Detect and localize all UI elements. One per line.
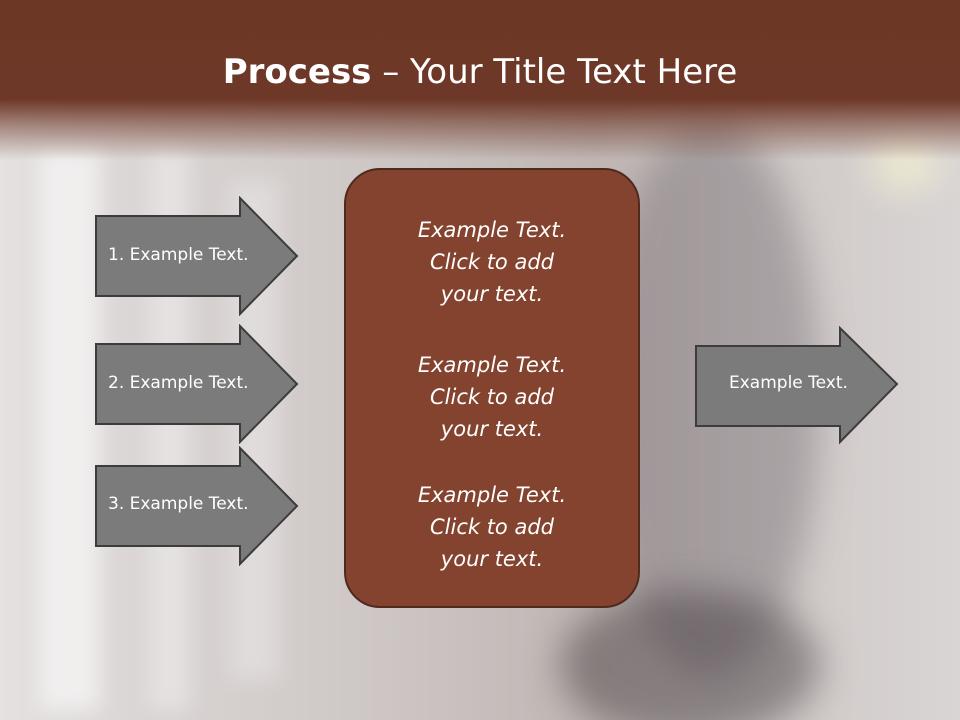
- right-arrow[interactable]: [694, 326, 900, 446]
- center-text-box[interactable]: Example Text. Click to add your text. Ex…: [344, 168, 640, 608]
- center-paragraph-line: Example Text.: [417, 218, 567, 242]
- center-paragraph-line: your text.: [440, 282, 544, 306]
- left-arrow-2-label: 2. Example Text.: [108, 373, 249, 393]
- left-arrow-1-label: 1. Example Text.: [108, 245, 249, 265]
- left-arrow-2[interactable]: [94, 324, 300, 444]
- center-paragraph-line: your text.: [440, 547, 544, 571]
- right-arrow-label: Example Text.: [729, 373, 848, 393]
- center-paragraph-line: Example Text.: [417, 353, 567, 377]
- center-paragraph-line: your text.: [440, 417, 544, 441]
- background-luggage: [560, 590, 820, 720]
- title-bar: [0, 0, 960, 160]
- center-paragraph-line: Click to add: [429, 250, 554, 274]
- left-arrow-1[interactable]: [94, 196, 300, 316]
- center-paragraph-1: Example Text. Click to add your text.: [346, 214, 638, 310]
- center-paragraph-line: Click to add: [429, 385, 554, 409]
- title-bold-part: Process: [222, 52, 372, 92]
- center-paragraph-2: Example Text. Click to add your text.: [346, 349, 638, 445]
- slide-title[interactable]: Process – Your Title Text Here: [0, 52, 960, 92]
- background-window-light: [40, 150, 100, 710]
- center-paragraph-line: Example Text.: [417, 483, 567, 507]
- left-arrow-3[interactable]: [94, 446, 300, 566]
- left-arrow-3-label: 3. Example Text.: [108, 494, 249, 514]
- center-paragraph-3: Example Text. Click to add your text.: [346, 479, 638, 575]
- title-rest-part: – Your Title Text Here: [371, 52, 738, 92]
- center-paragraph-line: Click to add: [429, 515, 554, 539]
